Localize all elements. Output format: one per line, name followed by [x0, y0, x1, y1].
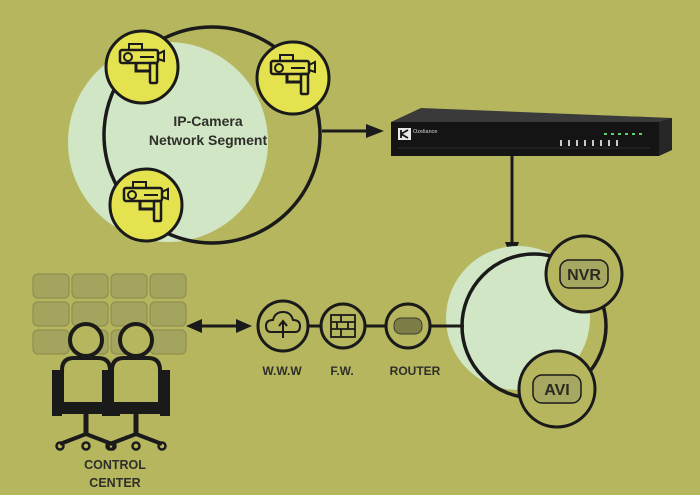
ip-camera-bottom[interactable]	[108, 167, 184, 243]
router-node[interactable]	[384, 302, 432, 350]
control-center-label: CONTROL CENTER	[60, 456, 170, 492]
camera-segment-title-line1: IP-Camera	[173, 113, 243, 129]
firewall-label: F.W.	[330, 364, 354, 378]
video-wall	[32, 273, 187, 355]
control-center-label-line1: CONTROL	[84, 458, 146, 472]
network-video-recorder[interactable]: Ozeliance	[391, 108, 672, 156]
www-node[interactable]	[256, 299, 310, 353]
control-center-label-line2: CENTER	[89, 476, 141, 490]
arrow-recorder-to-storage	[505, 156, 519, 260]
recorder-brand: Ozeliance	[413, 129, 437, 135]
camera-segment-title: IP-Camera Network Segment	[128, 112, 288, 150]
avi-node[interactable]: AVI	[517, 349, 597, 429]
ip-camera-right[interactable]	[255, 40, 331, 116]
camera-segment-group	[68, 25, 331, 245]
ip-camera-top-left[interactable]	[104, 29, 180, 105]
router-label: ROUTER	[389, 364, 441, 378]
avi-label: AVI	[544, 382, 569, 399]
router-icon	[393, 317, 423, 335]
camera-segment-title-line2: Network Segment	[148, 132, 268, 148]
storage-group: NVR AVI	[446, 234, 624, 429]
arrow-segment-to-recorder	[322, 124, 384, 138]
nvr-node[interactable]: NVR	[544, 234, 624, 314]
brand-logo-icon	[398, 128, 411, 140]
firewall-node[interactable]	[319, 302, 367, 350]
camera-segment-ring	[102, 25, 322, 245]
www-label: W.W.W	[262, 364, 302, 378]
nvr-label: NVR	[567, 267, 601, 284]
arrow-control-to-internet	[186, 319, 252, 333]
firewall-brick-icon	[330, 314, 356, 338]
cloud-upload-icon	[264, 310, 302, 333]
